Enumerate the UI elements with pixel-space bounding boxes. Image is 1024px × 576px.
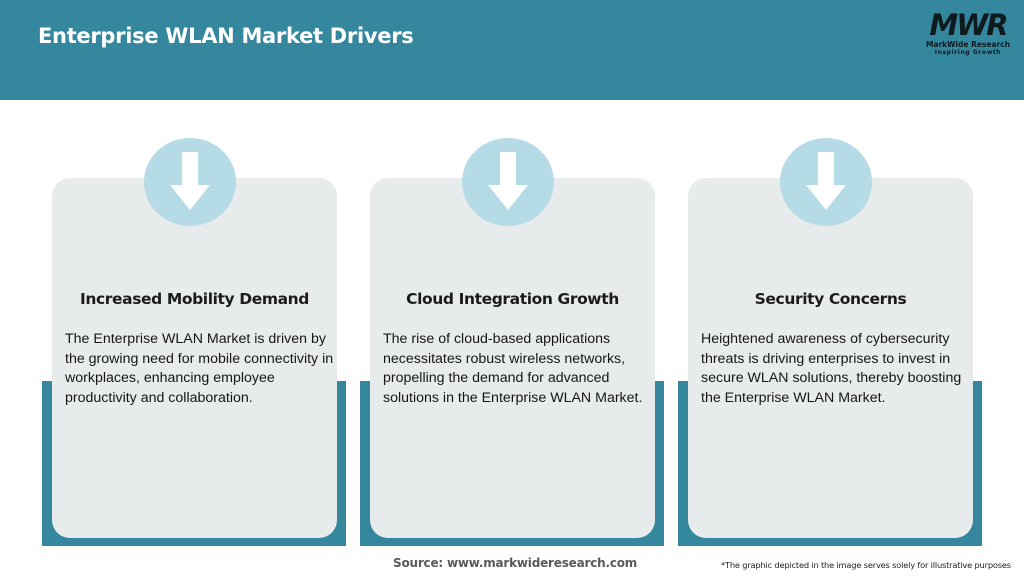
- arrow-down-icon: [806, 152, 846, 210]
- driver-column-2: Cloud Integration Growth The rise of clo…: [360, 138, 670, 550]
- driver-card: Cloud Integration Growth The rise of clo…: [370, 178, 655, 538]
- driver-card: Security Concerns Heightened awareness o…: [688, 178, 973, 538]
- driver-description: Heightened awareness of cybersecurity th…: [701, 331, 962, 406]
- driver-title: Security Concerns: [754, 290, 907, 308]
- driver-title: Cloud Integration Growth: [406, 290, 619, 308]
- driver-column-1: Increased Mobility Demand The Enterprise…: [42, 138, 352, 550]
- page-title: Enterprise WLAN Market Drivers: [38, 24, 414, 48]
- arrow-down-icon: [488, 152, 528, 210]
- driver-column-3: Security Concerns Heightened awareness o…: [678, 138, 988, 550]
- driver-card: Increased Mobility Demand The Enterprise…: [52, 178, 337, 538]
- markwide-research-logo: MWR MarkWide Research Inspiring Growth: [918, 10, 1018, 60]
- header-banner: Enterprise WLAN Market Drivers MWR MarkW…: [0, 0, 1024, 100]
- logo-mark: MWR: [929, 8, 1008, 42]
- driver-description: The Enterprise WLAN Market is driven by …: [65, 331, 334, 406]
- driver-description: The rise of cloud-based applications nec…: [383, 331, 643, 406]
- logo-name: MarkWide Research: [925, 40, 1011, 49]
- icon-circle: [462, 138, 554, 226]
- icon-circle: [780, 138, 872, 226]
- logo-tagline: Inspiring Growth: [934, 49, 1002, 56]
- icon-circle: [144, 138, 236, 226]
- driver-title: Increased Mobility Demand: [80, 290, 309, 308]
- arrow-down-icon: [170, 152, 210, 210]
- source-credit: Source: www.markwideresearch.com: [393, 556, 638, 570]
- disclaimer-note: *The graphic depicted in the image serve…: [721, 560, 1011, 570]
